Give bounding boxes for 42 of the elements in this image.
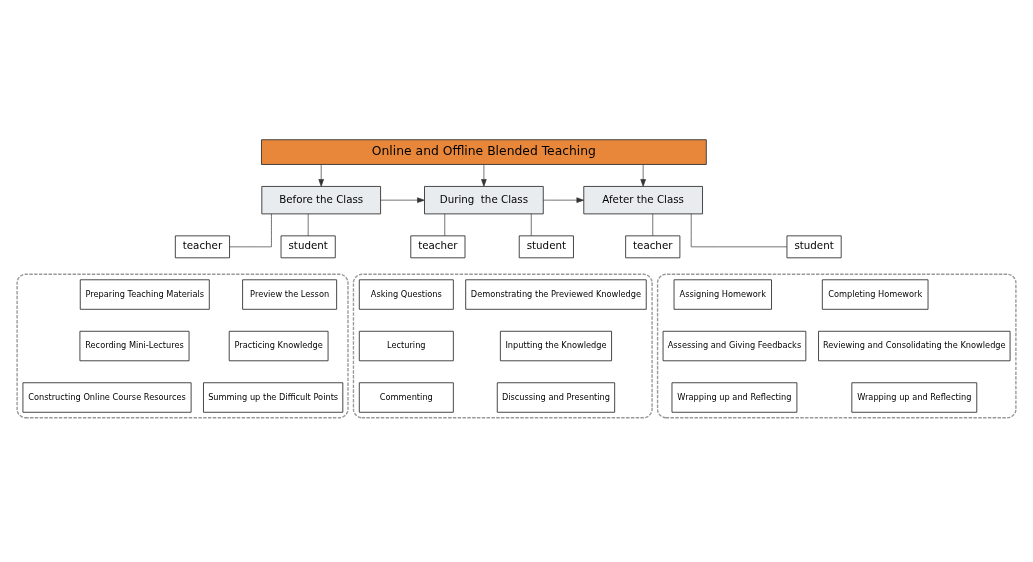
node-box: student (280, 234, 336, 258)
node-box: Wrapping up and Reflecting (671, 381, 798, 413)
connector (652, 213, 654, 236)
arrow (640, 163, 646, 187)
connector (690, 213, 788, 247)
cluster (656, 273, 1017, 418)
node-box: Recording Mini-Lectures (79, 330, 190, 361)
node-box: Lecturing (358, 330, 454, 361)
node-box: During the Class (424, 185, 544, 214)
node-box: Preparing Teaching Materials (79, 278, 210, 310)
node-box: Asking Questions (358, 278, 454, 310)
node-box: Practicing Knowledge (228, 330, 329, 361)
cluster (352, 273, 653, 418)
node-box: Before the Class (261, 185, 382, 214)
arrow (481, 163, 487, 187)
arrow (318, 163, 324, 187)
connector (229, 213, 272, 247)
connector (530, 213, 532, 236)
node-box: Summing up the Difficult Points (203, 381, 344, 413)
cluster (16, 273, 349, 418)
node-box: student (786, 234, 842, 258)
node-box: Afeter the Class (583, 185, 703, 214)
node-box: teacher (174, 234, 230, 258)
node-box: Completing Homework (821, 278, 929, 310)
node-box: Inputting the Knowledge (499, 330, 612, 361)
node-box: teacher (625, 234, 681, 258)
node-box: student (518, 234, 574, 258)
node-box: Demonstrating the Previewed Knowledge (465, 278, 647, 310)
node-box: Wrapping up and Reflecting (851, 381, 978, 413)
node-box: Discussing and Presenting (496, 381, 616, 413)
node-box: Reviewing and Consolidating the Knowledge (818, 330, 1011, 361)
node-box: Constructing Online Course Resources (22, 381, 192, 413)
node-box: Online and Offline Blended Teaching (261, 138, 707, 165)
arrow (380, 196, 425, 203)
node-box: Commenting (358, 381, 454, 413)
node-box: Assessing and Giving Feedbacks (662, 330, 807, 361)
connector (307, 213, 309, 236)
node-box: Preview the Lesson (242, 278, 338, 310)
node-box: teacher (410, 234, 466, 258)
node-box: Assigning Homework (673, 278, 772, 310)
connector (444, 213, 446, 236)
arrow (543, 196, 585, 203)
